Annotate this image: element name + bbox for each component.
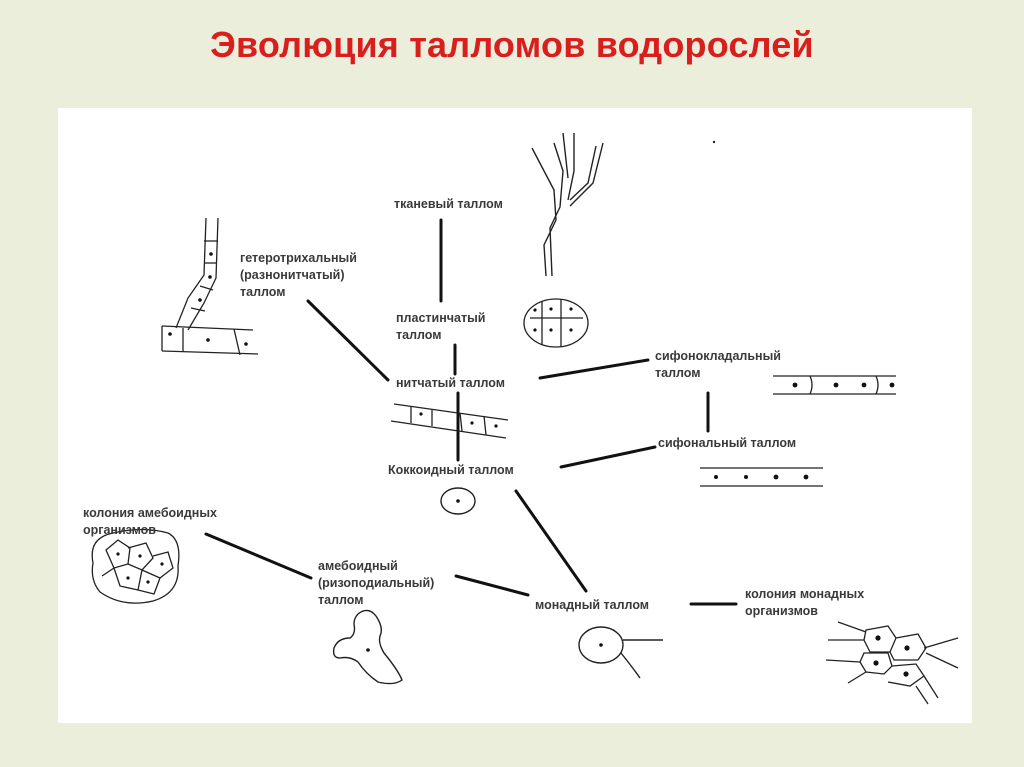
diagram-panel: тканевый таллом гетеротрихальный (разнон… (58, 108, 972, 723)
edge-amoeboidcolony-amoeboid (204, 532, 313, 580)
edge-heterotrichal-filament (306, 299, 390, 382)
edge-filament-siphonocladal (538, 358, 650, 380)
node-amoeboid-colony-label-1: колония амебоидных (83, 506, 217, 520)
plate-drawing (523, 298, 589, 348)
node-heterotrichal-label-3: таллом (240, 285, 286, 299)
node-amoeboid-colony: колония амебоидных организмов (83, 505, 217, 539)
node-filament-label: нитчатый таллом (396, 376, 506, 390)
node-tissue-label: тканевый таллом (394, 197, 503, 211)
diagram-canvas (91, 132, 959, 705)
node-heterotrichal-label-1: гетеротрихальный (240, 251, 357, 265)
node-amoeboid-thallus: амебоидный (ризоподиальный) таллом (318, 558, 434, 609)
node-monadic-colony: колония монадных организмов (745, 586, 864, 620)
amoeboid-drawing (332, 609, 403, 685)
node-siphonal-label: сифональный таллом (658, 436, 797, 450)
edge-coccoid-monadic (514, 489, 588, 593)
node-monadic-thallus: монадный таллом (535, 597, 649, 614)
node-siphonocladal-label-1: сифонокладальный (655, 349, 781, 363)
monadic-drawing (578, 626, 663, 679)
node-filament-thallus: нитчатый таллом (396, 375, 505, 392)
node-tissue-thallus: тканевый таллом (394, 196, 503, 213)
edge-amoeboid-monadic (454, 574, 530, 597)
node-siphonocladal-label-2: таллом (655, 366, 701, 380)
node-monadic-colony-label-1: колония монадных (745, 587, 865, 601)
node-heterotrichal-label-2: (разнонитчатый) (240, 268, 345, 282)
node-monadic-colony-label-2: организмов (745, 604, 818, 618)
node-plate-label-2: таллом (396, 328, 442, 342)
node-coccoid-label: Коккоидный таллом (388, 463, 514, 477)
node-siphonal-thallus: сифональный таллом (658, 435, 796, 452)
filament-drawing (390, 403, 509, 439)
siphonocladal-drawing (773, 375, 896, 395)
node-amoeboid-label-3: таллом (318, 593, 364, 607)
node-siphonocladal-thallus: сифонокладальный таллом (655, 348, 781, 382)
node-plate-thallus: пластинчатый таллом (396, 310, 485, 344)
node-plate-label-1: пластинчатый (396, 311, 486, 325)
amoeboid-colony-drawing (91, 528, 180, 604)
node-heterotrichal-thallus: гетеротрихальный (разнонитчатый) таллом (240, 250, 357, 301)
node-amoeboid-colony-label-2: организмов (83, 523, 156, 537)
node-coccoid-thallus: Коккоидный таллом (388, 462, 514, 479)
heterotrichal-drawing (161, 217, 259, 356)
node-amoeboid-label-1: амебоидный (318, 559, 398, 573)
page-title: Эволюция талломов водорослей (210, 24, 814, 65)
coccoid-drawing (440, 487, 476, 515)
siphonal-drawing (700, 467, 823, 487)
tissue-thallus-drawing (531, 132, 604, 277)
edge-coccoid-siphonal (559, 445, 657, 469)
node-amoeboid-label-2: (ризоподиальный) (318, 576, 435, 590)
node-monadic-label: монадный таллом (535, 598, 650, 612)
monadic-colony-drawing (825, 621, 959, 705)
